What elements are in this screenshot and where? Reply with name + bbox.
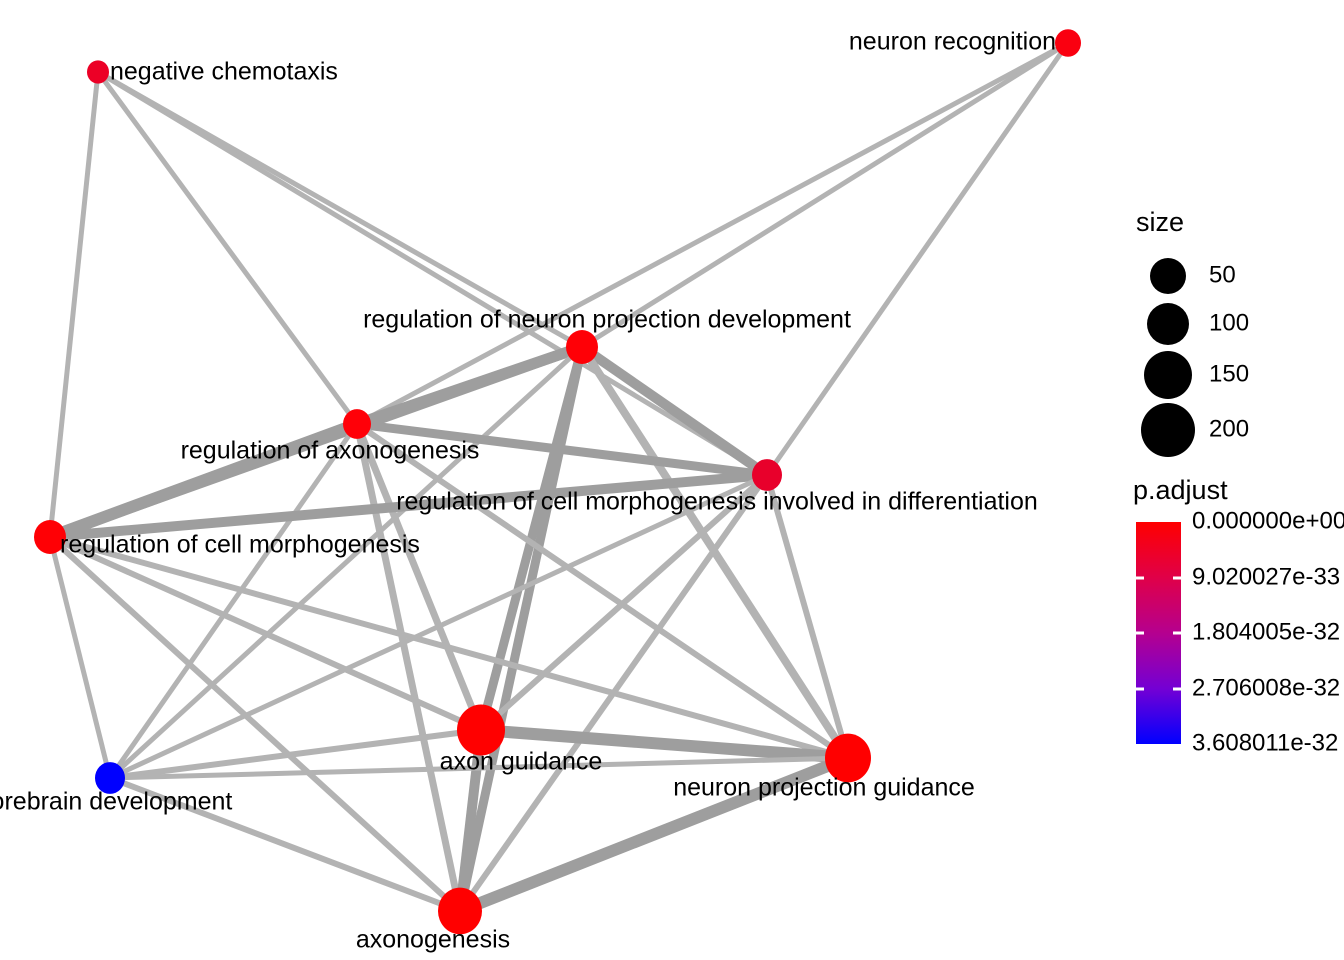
network-edge	[455, 729, 486, 912]
network-edge	[479, 472, 769, 733]
network-node[interactable]	[343, 409, 371, 439]
network-node[interactable]	[438, 887, 482, 935]
network-edge	[579, 342, 770, 480]
size-legend: size 50 100 150 200	[1136, 207, 1249, 457]
p-adjust-tick-label: 2.706008e-32	[1192, 674, 1340, 701]
network-node-label: axon guidance	[440, 748, 603, 776]
network-edge	[580, 40, 1070, 350]
network-node[interactable]	[95, 762, 125, 794]
network-edge	[457, 752, 851, 917]
network-nodes	[34, 29, 1081, 935]
network-edge	[49, 534, 849, 761]
p-adjust-legend-title: p.adjust	[1133, 475, 1228, 505]
network-edge	[48, 534, 483, 733]
network-node-label: neuron recognition	[849, 28, 1056, 56]
size-legend-key-label: 100	[1209, 309, 1249, 336]
network-node[interactable]	[825, 733, 871, 783]
network-edges	[47, 40, 1071, 917]
p-adjust-tick-label: 9.020027e-33	[1192, 563, 1340, 590]
size-legend-title: size	[1136, 207, 1184, 237]
network-edge	[109, 727, 482, 781]
network-node[interactable]	[1055, 29, 1081, 57]
network-edge	[108, 472, 769, 781]
size-legend-key-circle	[1150, 258, 1186, 294]
network-edge	[356, 419, 768, 480]
network-edge	[764, 41, 1071, 477]
size-legend-key-label: 50	[1209, 261, 1236, 288]
network-node-label: negative chemotaxis	[110, 58, 338, 86]
network-edge	[107, 422, 360, 780]
network-node[interactable]	[34, 520, 66, 554]
p-adjust-tick-label: 3.608011e-32	[1192, 729, 1338, 756]
size-legend-key-label: 150	[1209, 360, 1249, 387]
p-adjust-tick-label: 1.804005e-32	[1192, 618, 1340, 645]
network-edge	[109, 755, 849, 781]
size-legend-key-label: 200	[1209, 415, 1249, 442]
network-node-label: regulation of cell morphogenesis	[60, 531, 420, 559]
size-legend-key-circle	[1144, 351, 1192, 399]
network-edge	[355, 40, 1070, 427]
network-edge	[49, 470, 768, 542]
network-node-label: axonogenesis	[356, 926, 510, 954]
network-node[interactable]	[752, 459, 782, 491]
network-node[interactable]	[87, 60, 109, 84]
network-edge	[455, 346, 587, 912]
network-node-labels: negative chemotaxis neuron recognition reg…	[0, 28, 1056, 954]
network-edge	[108, 345, 584, 780]
network-node-label: regulation of axonogenesis	[181, 437, 480, 465]
network-node[interactable]	[566, 330, 598, 364]
network-edge	[480, 724, 849, 764]
network-edge	[96, 69, 769, 478]
network-edge	[355, 421, 850, 761]
size-legend-key-circle	[1141, 403, 1195, 457]
network-edge	[95, 70, 360, 426]
network-node[interactable]	[457, 704, 505, 756]
network-edge	[764, 474, 851, 759]
network-node-label: forebrain development	[0, 788, 232, 816]
network-edge	[108, 775, 462, 914]
network-node-label: regulation of neuron projection developm…	[363, 306, 851, 334]
network-node-label: regulation of cell morphogenesis involve…	[396, 488, 1038, 516]
p-adjust-tick-label: 0.000000e+00	[1192, 507, 1344, 534]
network-edge	[47, 418, 360, 543]
network-edge	[47, 71, 101, 538]
network-edge	[353, 422, 485, 732]
network-edge	[47, 534, 463, 914]
size-legend-key-circle	[1147, 303, 1189, 345]
network-node-label: neuron projection guidance	[673, 774, 975, 802]
network-edge	[47, 536, 113, 779]
